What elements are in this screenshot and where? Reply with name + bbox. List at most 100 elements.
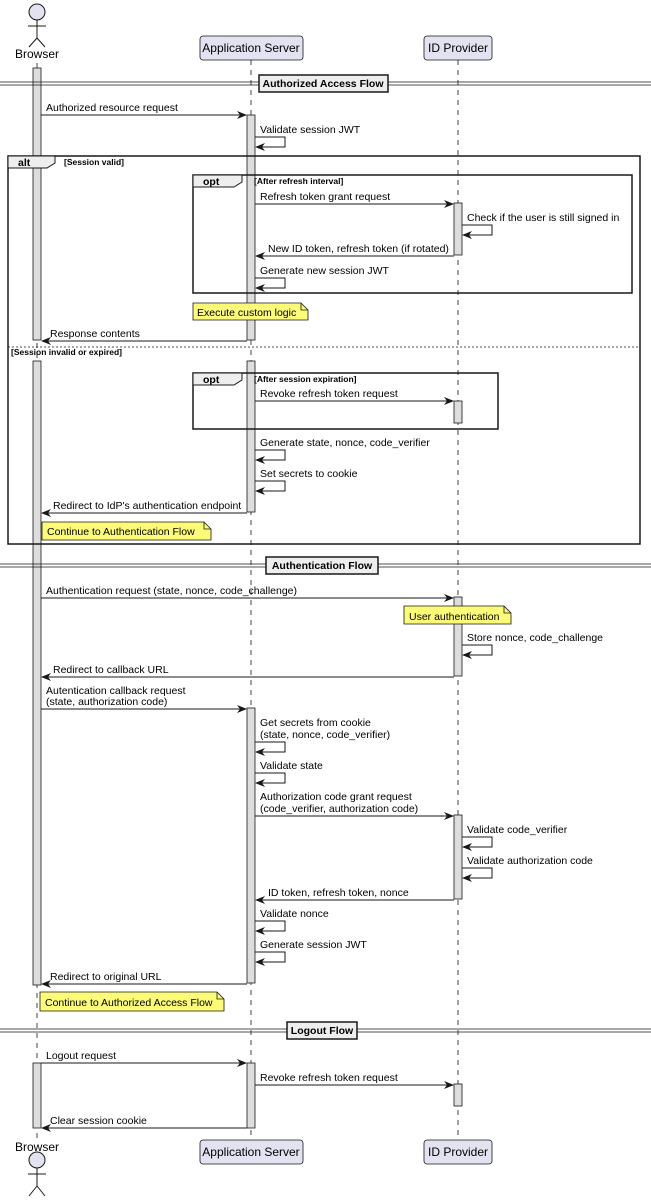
section-divider-authentication: Authentication Flow (0, 556, 651, 575)
message-redirect-original: Redirect to original URL (41, 971, 247, 988)
message-redirect-idp: Redirect to IdP's authentication endpoin… (41, 500, 247, 517)
note-continue-authorized: Continue to Authorized Access Flow (39, 991, 225, 1012)
section-title: Authorized Access Flow (263, 78, 385, 90)
note-user-authentication: User authentication (403, 605, 512, 625)
alt-guard-session-valid: [Session valid] (64, 157, 124, 167)
svg-text:Generate state, nonce, code_ve: Generate state, nonce, code_verifier (260, 437, 430, 449)
svg-text:Validate state: Validate state (260, 760, 323, 772)
activation-bar (453, 400, 463, 424)
message-redirect-callback: Redirect to callback URL (41, 664, 454, 681)
self-message-validate-session-jwt: Validate session JWT (255, 124, 361, 151)
svg-text:(code_verifier, authorization: (code_verifier, authorization code) (260, 803, 418, 815)
section-divider-logout: Logout Flow (0, 1021, 651, 1040)
svg-text:Revoke refresh token request: Revoke refresh token request (260, 388, 398, 400)
svg-text:Validate nonce: Validate nonce (260, 908, 329, 920)
section-divider-authorized-access: Authorized Access Flow (0, 74, 651, 93)
opt-fragment-expiration: opt [After session expiration] (192, 372, 499, 430)
opt-keyword: opt (203, 176, 220, 188)
activation-bar (246, 1062, 256, 1129)
opt-keyword: opt (203, 374, 220, 386)
note-custom-logic: Execute custom logic (192, 302, 309, 321)
self-message-check-signed-in: Check if the user is still signed in (462, 212, 619, 239)
app-server-participant-bottom: Application Server (199, 1139, 304, 1165)
opt-fragment-refresh: opt [After refresh interval] (192, 174, 633, 294)
svg-text:Authorization code grant reque: Authorization code grant request (260, 791, 412, 803)
svg-text:Redirect to original URL: Redirect to original URL (50, 971, 162, 983)
message-new-id-token: New ID token, refresh token (if rotated) (255, 243, 454, 260)
activation-bar (246, 707, 256, 984)
self-message-validate-authorization-code: Validate authorization code (462, 855, 593, 882)
svg-text:Authentication request (state,: Authentication request (state, nonce, co… (46, 585, 297, 597)
message-logout-request: Logout request (41, 1050, 247, 1067)
activation-bar (453, 596, 463, 677)
participant-browser-label-bottom: Browser (15, 1140, 59, 1154)
participant-app-server-label: Application Server (202, 41, 299, 55)
svg-text:Validate authorization code: Validate authorization code (467, 855, 593, 867)
message-clear-session-cookie: Clear session cookie (41, 1115, 247, 1132)
self-message-validate-nonce: Validate nonce (255, 908, 329, 935)
svg-text:Validate session JWT: Validate session JWT (260, 124, 361, 136)
svg-text:New ID token, refresh token (i: New ID token, refresh token (if rotated) (268, 243, 449, 255)
activation-bar (453, 202, 463, 256)
message-authorized-resource-request: Authorized resource request (41, 102, 247, 119)
svg-text:Clear session cookie: Clear session cookie (50, 1115, 147, 1127)
self-message-generate-session-jwt: Generate session JWT (255, 939, 367, 966)
note-text: Continue to Authorized Access Flow (45, 997, 213, 1009)
svg-text:Redirect to callback URL: Redirect to callback URL (53, 664, 169, 676)
svg-text:Refresh token grant request: Refresh token grant request (260, 191, 390, 203)
note-text: Continue to Authentication Flow (47, 526, 195, 538)
svg-text:Set secrets to cookie: Set secrets to cookie (260, 468, 358, 480)
app-server-participant-top: Application Server (199, 35, 304, 61)
self-message-store-nonce: Store nonce, code_challenge (462, 632, 603, 659)
actor-head-icon (28, 3, 46, 21)
participant-id-provider-label-bottom: ID Provider (428, 1145, 488, 1159)
section-title: Logout Flow (291, 1025, 354, 1037)
message-revoke-refresh-token: Revoke refresh token request (255, 388, 454, 405)
self-message-get-secrets: Get secrets from cookie (state, nonce, c… (255, 717, 390, 756)
svg-text:ID token, refresh token, nonce: ID token, refresh token, nonce (268, 887, 409, 899)
svg-text:Logout request: Logout request (46, 1050, 116, 1062)
svg-text:Redirect to IdP's authenticati: Redirect to IdP's authentication endpoin… (53, 500, 241, 512)
participant-browser-label: Browser (15, 47, 59, 61)
id-provider-participant-bottom: ID Provider (423, 1139, 493, 1165)
id-provider-participant-top: ID Provider (423, 35, 493, 61)
message-authentication-request: Authentication request (state, nonce, co… (41, 585, 454, 602)
svg-text:(state, authorization code): (state, authorization code) (46, 696, 167, 708)
activation-bar (32, 360, 42, 986)
opt-guard-expiration: [After session expiration] (254, 374, 357, 384)
actor-head-icon (28, 1151, 46, 1169)
svg-text:Generate session JWT: Generate session JWT (260, 939, 367, 951)
activation-bar (453, 814, 463, 900)
self-message-generate-state: Generate state, nonce, code_verifier (255, 437, 430, 464)
alt-guard-session-invalid: [Session invalid or expired] (11, 347, 122, 357)
svg-text:Autentication callback request: Autentication callback request (46, 685, 186, 697)
activation-bar (32, 1062, 42, 1129)
activation-bar (246, 360, 256, 513)
message-revoke-refresh-token-logout: Revoke refresh token request (255, 1072, 454, 1089)
svg-text:Validate code_verifier: Validate code_verifier (467, 824, 568, 836)
activation-bar (32, 67, 42, 341)
svg-text:(state, nonce, code_verifier): (state, nonce, code_verifier) (260, 729, 390, 741)
alt-keyword: alt (18, 157, 31, 169)
opt-guard-refresh: [After refresh interval] (254, 176, 343, 186)
note-continue-authentication: Continue to Authentication Flow (41, 521, 212, 541)
participant-id-provider-label: ID Provider (428, 41, 488, 55)
svg-text:Response contents: Response contents (50, 328, 140, 340)
activation-bar (453, 1083, 463, 1107)
participant-app-server-label-bottom: Application Server (202, 1145, 299, 1159)
svg-text:Revoke refresh token request: Revoke refresh token request (260, 1072, 398, 1084)
activation-bar (246, 114, 256, 341)
self-message-generate-new-session-jwt: Generate new session JWT (255, 265, 390, 292)
message-callback-request: Autentication callback request (state, a… (41, 685, 247, 713)
self-message-validate-state: Validate state (255, 760, 323, 787)
message-refresh-token-grant: Refresh token grant request (255, 191, 454, 208)
svg-text:Authorized resource request: Authorized resource request (46, 102, 178, 114)
message-response-contents: Response contents (41, 328, 247, 345)
message-authorization-code-grant: Authorization code grant request (code_v… (255, 791, 454, 820)
browser-actor-bottom: Browser (15, 1140, 59, 1197)
self-message-validate-code-verifier: Validate code_verifier (462, 824, 568, 851)
self-message-set-secrets: Set secrets to cookie (255, 468, 358, 495)
svg-text:Check if the user is still sig: Check if the user is still signed in (467, 212, 619, 224)
browser-actor-top: Browser (15, 3, 59, 61)
